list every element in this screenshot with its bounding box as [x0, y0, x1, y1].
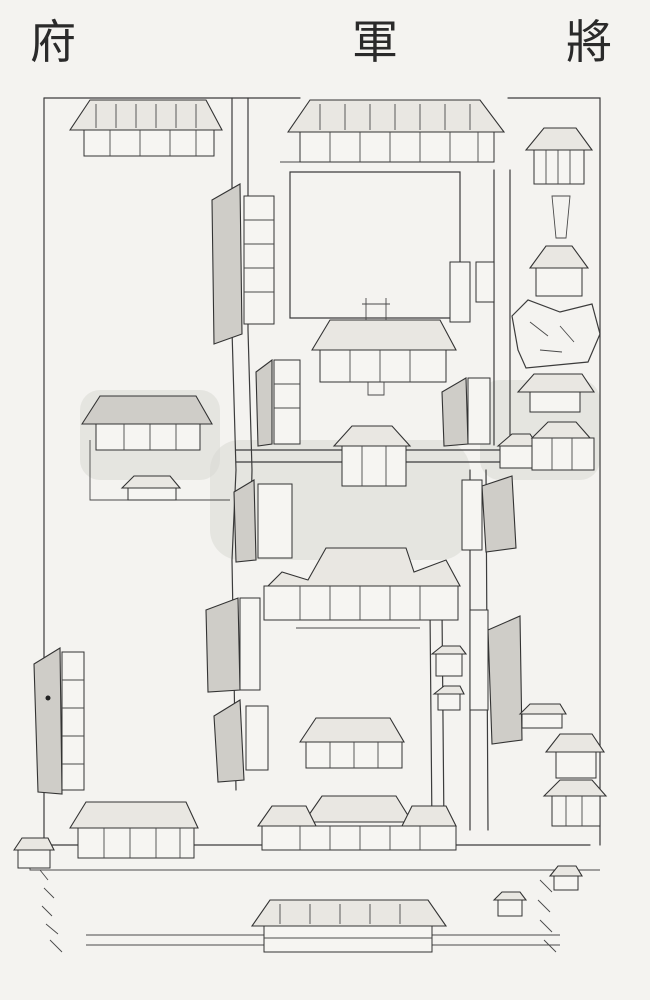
hall-west-side — [211, 183, 275, 345]
title-char-jun: 軍 — [352, 15, 398, 69]
alley-wall — [441, 609, 445, 831]
courtyard-wall — [289, 171, 461, 319]
pavilion-east-lower — [496, 373, 596, 471]
rockery-east — [511, 299, 601, 369]
side-rooms-west — [255, 358, 301, 447]
main-gate — [332, 425, 412, 487]
title-char-fu: 府 — [30, 15, 76, 69]
small-gate-south — [492, 891, 528, 917]
path-marks — [537, 879, 557, 953]
alley-wall — [429, 609, 433, 831]
side-rooms-east-courtyard — [441, 261, 495, 447]
hall-northwest — [68, 99, 223, 157]
hall-lower — [298, 717, 405, 769]
hall-middle — [263, 547, 461, 629]
hall-north-main — [286, 99, 506, 163]
hall-south-west — [69, 801, 199, 859]
side-rooms-middle — [205, 475, 523, 783]
hall-courtyard — [311, 298, 457, 396]
pavilion-southwest — [12, 837, 55, 869]
outer-wall — [507, 97, 601, 846]
hall-south-gate — [250, 899, 448, 953]
cross-alley — [89, 440, 230, 501]
hall-south-center — [256, 795, 457, 851]
small-gates — [430, 645, 567, 729]
path-marks — [39, 869, 63, 953]
tower-northeast — [524, 127, 594, 239]
hall-west-enclosure — [80, 395, 213, 501]
pavilion-east-upper — [528, 245, 590, 297]
small-building-southeast — [548, 865, 583, 891]
title-char-jiang: 將 — [566, 15, 612, 69]
pagoda-southeast — [542, 733, 608, 827]
hall-west-long — [33, 647, 85, 795]
